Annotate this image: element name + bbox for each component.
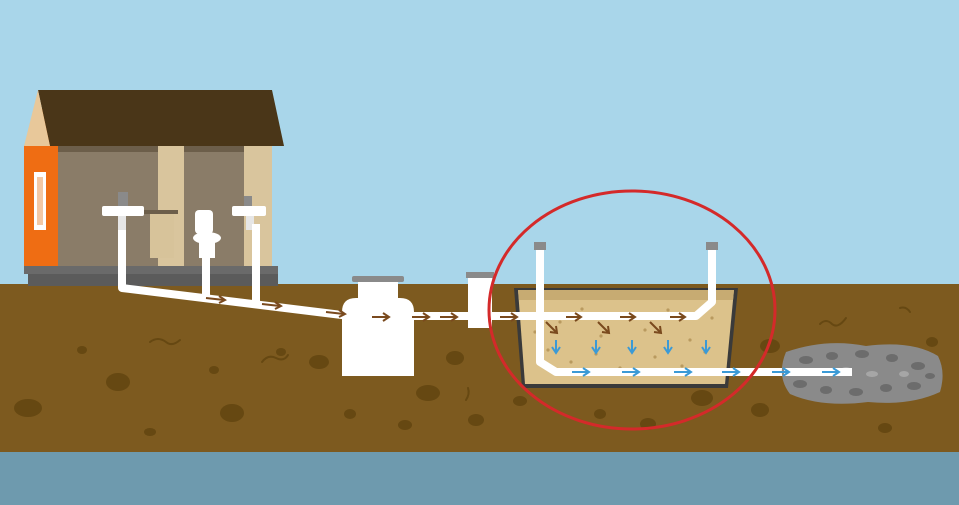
- worm-icon: [149, 306, 911, 401]
- sink-icon: [102, 192, 144, 232]
- toilet-icon: [193, 210, 221, 258]
- filter-pipes: [490, 246, 852, 376]
- flow-arrow-icon: [701, 340, 711, 355]
- flow-arrow-icon: [722, 367, 741, 377]
- flow-arrow-icon: [622, 367, 641, 377]
- flow-arrow-icon: [627, 340, 637, 355]
- flow-arrow-icon: [772, 367, 791, 377]
- flow-arrow-icon: [372, 312, 391, 322]
- flow-arrow-icon: [663, 340, 673, 355]
- flow-arrow-icon: [545, 321, 559, 335]
- flow-arrow-icon: [649, 321, 663, 335]
- flow-arrow-icon: [551, 340, 561, 355]
- vent-pipe-icon: [534, 242, 546, 250]
- flow-arrow-icon: [261, 301, 283, 310]
- flow-arrow-icon: [566, 312, 583, 322]
- house-icon: [24, 90, 284, 286]
- groundwater-layer: [0, 452, 959, 505]
- treated-water-flow-arrows: [551, 340, 841, 377]
- house-floor: [24, 266, 278, 274]
- flow-arrow-icon: [670, 312, 687, 322]
- flow-arrow-icon: [500, 312, 519, 322]
- septic-tank-icon: [342, 276, 414, 376]
- flow-arrow-icon: [572, 367, 591, 377]
- flow-arrow-icon: [325, 309, 347, 318]
- flow-arrow-icon: [620, 312, 637, 322]
- flow-arrow-icon: [597, 321, 611, 335]
- flow-arrow-icon: [440, 312, 459, 322]
- vent-pipe-icon: [706, 242, 718, 250]
- highlight-circle-icon: [487, 189, 777, 431]
- soil-spots: [14, 337, 938, 436]
- flow-arrow-icon: [674, 367, 693, 377]
- gravel-discharge-icon: [781, 343, 943, 404]
- sink-icon: [232, 196, 266, 230]
- flow-arrow-icon: [205, 295, 227, 304]
- wastewater-flow-arrows: [205, 295, 687, 335]
- house-roof: [38, 90, 284, 146]
- flow-arrow-icon: [412, 312, 431, 322]
- flow-arrow-icon: [591, 340, 601, 355]
- flow-arrow-icon: [822, 367, 841, 377]
